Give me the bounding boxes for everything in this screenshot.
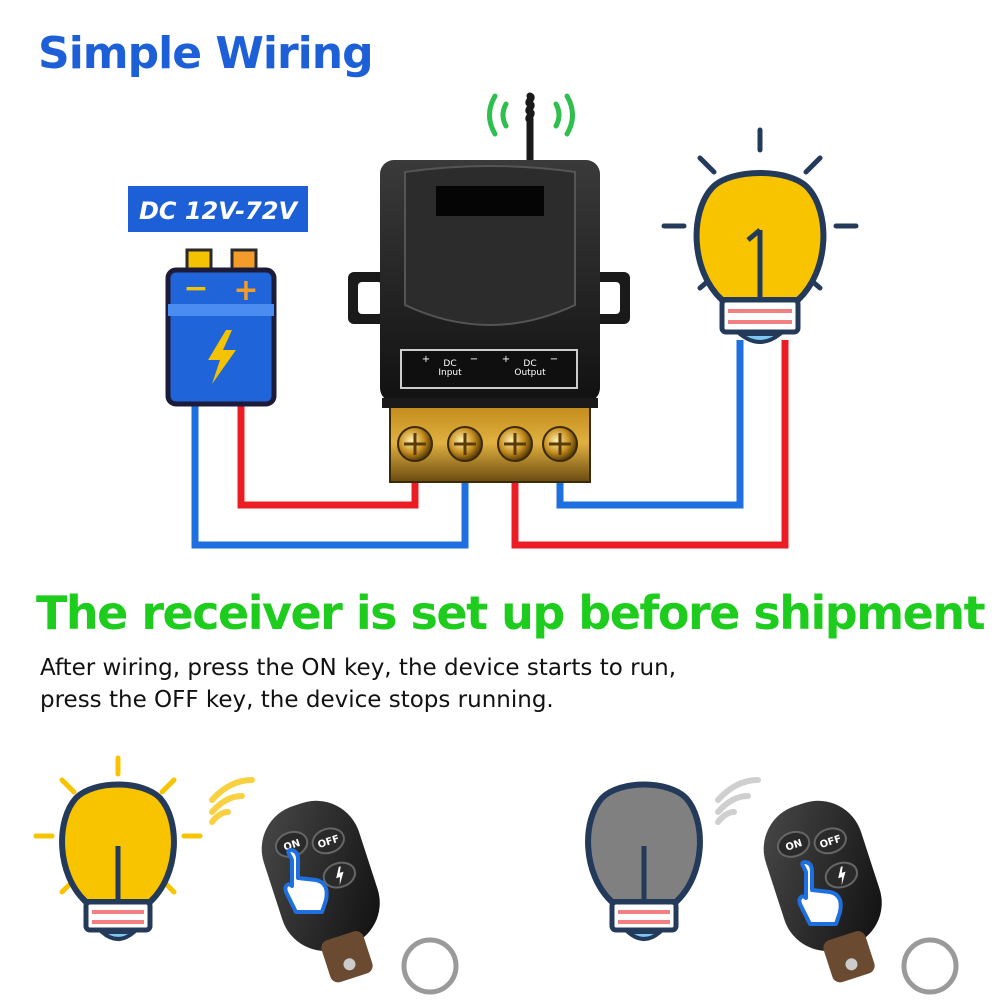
load-negative-wire xyxy=(556,340,744,509)
lightning-icon xyxy=(208,330,236,384)
wires xyxy=(191,340,789,549)
terminal-label-line: DC xyxy=(523,359,536,369)
terminal-label-plate xyxy=(400,349,578,389)
battery-positive-wire xyxy=(237,400,419,509)
battery-minus-sign: − xyxy=(183,271,208,306)
battery-icon: − + xyxy=(165,248,277,407)
battery-plus-sign: + xyxy=(233,273,258,308)
headline: The receiver is set up before shipment xyxy=(36,586,986,640)
finger-pointer-icon xyxy=(283,848,329,914)
finger-pointer-icon xyxy=(797,860,843,926)
page-title: Simple Wiring xyxy=(38,28,374,79)
bulb-on-icon xyxy=(33,755,203,941)
terminal-label-line: Output xyxy=(514,368,546,378)
instruction-line-2: press the OFF key, the device stops runn… xyxy=(40,687,554,714)
bulb-off-icon xyxy=(585,781,703,941)
signal-icon-off xyxy=(715,777,761,825)
terminal-label-line: Input xyxy=(438,368,462,378)
instruction-line-1: After wiring, press the ON key, the devi… xyxy=(40,655,677,681)
antenna xyxy=(525,92,535,169)
terminal-screws xyxy=(397,426,578,462)
key-ring xyxy=(401,937,459,995)
battery-negative-wire xyxy=(191,400,469,549)
polarity-4: − xyxy=(550,354,558,365)
voltage-badge: DC 12V-72V xyxy=(128,186,308,232)
signal-icon-on xyxy=(209,777,255,825)
terminal-label-line: DC xyxy=(443,359,456,369)
polarity-1: + xyxy=(422,354,430,365)
remote-fob-off: ON OFF xyxy=(763,800,882,983)
voltage-label: DC 12V-72V xyxy=(139,197,299,225)
remote-lightning-icon xyxy=(336,866,344,886)
polarity-2: − xyxy=(470,354,478,365)
remote-on-label: ON xyxy=(784,838,803,854)
antenna-signal-icon xyxy=(487,93,575,137)
load-positive-wire xyxy=(511,340,789,549)
remote-fob-on: ON OFF xyxy=(261,800,380,983)
key-ring xyxy=(901,937,959,995)
polarity-3: + xyxy=(502,354,510,365)
load-bulb-icon xyxy=(661,127,859,344)
instructions: After wiring, press the ON key, the devi… xyxy=(40,652,676,716)
remote-lightning-icon xyxy=(838,866,846,886)
receiver-window xyxy=(436,186,544,216)
